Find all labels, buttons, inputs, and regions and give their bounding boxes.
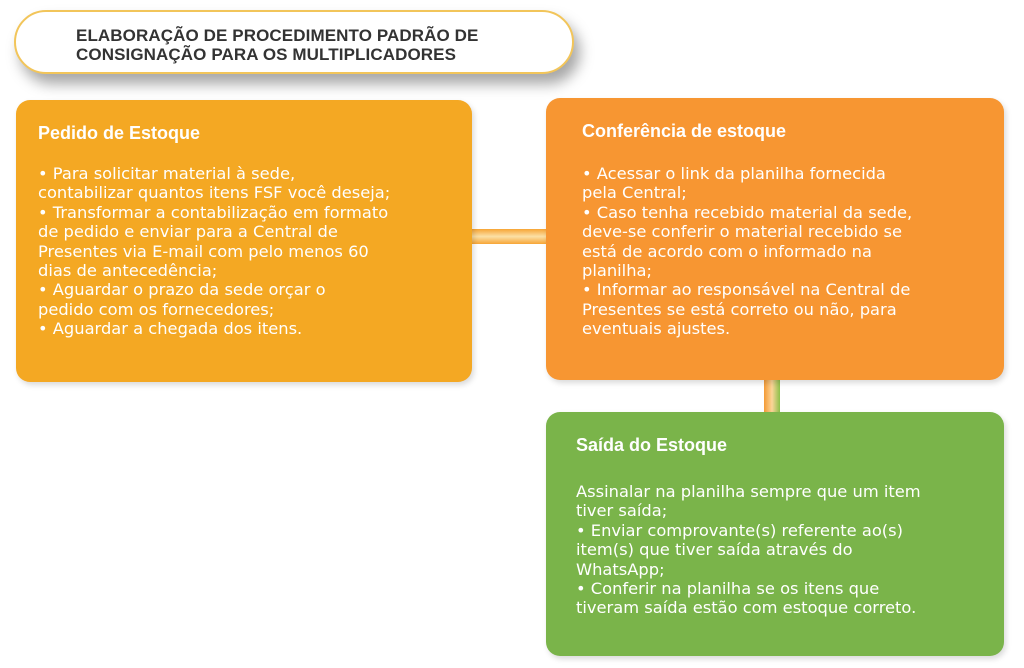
title-line-2: CONSIGNAÇÃO PARA OS MULTIPLICADORES <box>76 45 457 64</box>
box-conferencia-de-estoque: Conferência de estoque • Acessar o link … <box>546 98 1004 380</box>
box-saida-title: Saída do Estoque <box>576 435 728 455</box>
box-saida-body: Assinalar na planilha sempre que um item… <box>576 482 921 618</box>
box-pedido-title: Pedido de Estoque <box>38 123 201 143</box>
box-conferencia-body: • Acessar o link da planilha fornecida p… <box>582 164 913 339</box>
title-line-1: ELABORAÇÃO DE PROCEDIMENTO PADRÃO DE <box>76 26 479 45</box>
box-pedido-de-estoque: Pedido de Estoque • Para solicitar mater… <box>16 100 472 382</box>
box-saida-do-estoque: Saída do Estoque Assinalar na planilha s… <box>546 412 1004 656</box>
connector-conferencia-saida <box>764 376 780 414</box>
connector-pedido-conferencia <box>470 229 552 244</box>
diagram-title: ELABORAÇÃO DE PROCEDIMENTO PADRÃO DE CON… <box>76 26 556 64</box>
title-banner: ELABORAÇÃO DE PROCEDIMENTO PADRÃO DE CON… <box>14 10 574 74</box>
box-pedido-body: • Para solicitar material à sede, contab… <box>38 164 391 339</box>
box-conferencia-title: Conferência de estoque <box>582 121 787 141</box>
